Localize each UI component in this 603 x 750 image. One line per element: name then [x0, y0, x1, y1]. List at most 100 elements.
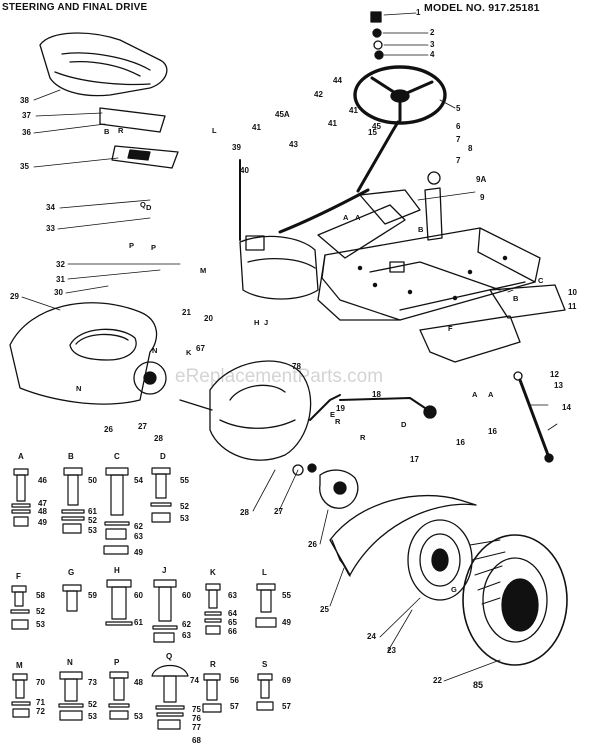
- hw-d-53[interactable]: 53: [180, 514, 189, 523]
- callout-2[interactable]: 2: [430, 28, 435, 37]
- callout-41a[interactable]: 41: [252, 123, 261, 132]
- hw-p-48[interactable]: 48: [134, 678, 143, 687]
- hw-s-57[interactable]: 57: [282, 702, 291, 711]
- callout-24[interactable]: 24: [367, 632, 376, 641]
- hw-k-64[interactable]: 64: [228, 609, 237, 618]
- callout-42[interactable]: 42: [314, 90, 323, 99]
- callout-41b[interactable]: 41: [328, 119, 337, 128]
- hw-h-60[interactable]: 60: [134, 591, 143, 600]
- callout-19[interactable]: 19: [336, 404, 345, 413]
- hw-g-59[interactable]: 59: [88, 591, 97, 600]
- callout-7b[interactable]: 7: [456, 156, 461, 165]
- callout-41c[interactable]: 41: [349, 106, 358, 115]
- callout-27a[interactable]: 27: [138, 422, 147, 431]
- callout-16b[interactable]: 16: [456, 438, 465, 447]
- hw-m-72[interactable]: 72: [36, 707, 45, 716]
- hw-r-56[interactable]: 56: [230, 676, 239, 685]
- callout-8[interactable]: 8: [468, 144, 473, 153]
- hw-c-49[interactable]: 49: [134, 548, 143, 557]
- callout-16a[interactable]: 16: [488, 427, 497, 436]
- hw-m-70[interactable]: 70: [36, 678, 45, 687]
- hw-m-71[interactable]: 71: [36, 698, 45, 707]
- hw-f-58[interactable]: 58: [36, 591, 45, 600]
- hw-k-63[interactable]: 63: [228, 591, 237, 600]
- hw-b-61[interactable]: 61: [88, 507, 97, 516]
- callout-1[interactable]: 1: [416, 8, 421, 17]
- callout-37[interactable]: 37: [22, 111, 31, 120]
- hw-b-50[interactable]: 50: [88, 476, 97, 485]
- hw-f-53[interactable]: 53: [36, 620, 45, 629]
- hw-a-46[interactable]: 46: [38, 476, 47, 485]
- callout-35[interactable]: 35: [20, 162, 29, 171]
- hw-h-61[interactable]: 61: [134, 618, 143, 627]
- callout-32[interactable]: 32: [56, 260, 65, 269]
- callout-78[interactable]: 78: [292, 362, 301, 371]
- hw-n-53[interactable]: 53: [88, 712, 97, 721]
- hw-n-52[interactable]: 52: [88, 700, 97, 709]
- callout-23[interactable]: 23: [387, 646, 396, 655]
- callout-36[interactable]: 36: [22, 128, 31, 137]
- callout-33[interactable]: 33: [46, 224, 55, 233]
- callout-10[interactable]: 10: [568, 288, 577, 297]
- callout-26b[interactable]: 26: [308, 540, 317, 549]
- callout-34[interactable]: 34: [46, 203, 55, 212]
- callout-22[interactable]: 22: [433, 676, 442, 685]
- callout-29[interactable]: 29: [10, 292, 19, 301]
- hw-c-54[interactable]: 54: [134, 476, 143, 485]
- hw-b-52[interactable]: 52: [88, 516, 97, 525]
- hw-b-53[interactable]: 53: [88, 526, 97, 535]
- callout-9[interactable]: 9: [480, 193, 485, 202]
- hw-l-49[interactable]: 49: [282, 618, 291, 627]
- hw-j-63[interactable]: 63: [182, 631, 191, 640]
- callout-20[interactable]: 20: [204, 314, 213, 323]
- hw-a-47[interactable]: 47: [38, 499, 47, 508]
- hw-q-77[interactable]: 77: [192, 723, 201, 732]
- callout-21[interactable]: 21: [182, 308, 191, 317]
- callout-27b[interactable]: 27: [274, 507, 283, 516]
- callout-9a[interactable]: 9A: [476, 175, 487, 184]
- callout-15[interactable]: 15: [368, 128, 377, 137]
- callout-40[interactable]: 40: [240, 166, 249, 175]
- callout-14[interactable]: 14: [562, 403, 571, 412]
- hw-k-65[interactable]: 65: [228, 618, 237, 627]
- hw-d-52[interactable]: 52: [180, 502, 189, 511]
- callout-45[interactable]: 45: [372, 122, 381, 131]
- callout-43[interactable]: 43: [289, 140, 298, 149]
- hw-a-48[interactable]: 48: [38, 507, 47, 516]
- callout-12[interactable]: 12: [550, 370, 559, 379]
- hw-a-49[interactable]: 49: [38, 518, 47, 527]
- callout-7a[interactable]: 7: [456, 135, 461, 144]
- callout-38[interactable]: 38: [20, 96, 29, 105]
- callout-44[interactable]: 44: [333, 76, 342, 85]
- callout-28b[interactable]: 28: [240, 508, 249, 517]
- callout-6[interactable]: 6: [456, 122, 461, 131]
- callout-17[interactable]: 17: [410, 455, 419, 464]
- callout-11[interactable]: 11: [568, 302, 577, 311]
- callout-3[interactable]: 3: [430, 40, 435, 49]
- hw-s-69[interactable]: 69: [282, 676, 291, 685]
- hw-q-68[interactable]: 68: [192, 736, 201, 745]
- callout-25[interactable]: 25: [320, 605, 329, 614]
- hw-d-55[interactable]: 55: [180, 476, 189, 485]
- callout-45a[interactable]: 45A: [275, 110, 290, 119]
- hw-f-52[interactable]: 52: [36, 607, 45, 616]
- hw-l-55[interactable]: 55: [282, 591, 291, 600]
- callout-30[interactable]: 30: [54, 288, 63, 297]
- callout-18[interactable]: 18: [372, 390, 381, 399]
- hw-q-76[interactable]: 76: [192, 714, 201, 723]
- hw-k-66[interactable]: 66: [228, 627, 237, 636]
- callout-4[interactable]: 4: [430, 50, 435, 59]
- hw-r-57[interactable]: 57: [230, 702, 239, 711]
- hw-r-74[interactable]: 74: [190, 676, 199, 685]
- callout-5[interactable]: 5: [456, 104, 461, 113]
- callout-31[interactable]: 31: [56, 275, 65, 284]
- hw-c-63[interactable]: 63: [134, 532, 143, 541]
- callout-67[interactable]: 67: [196, 344, 205, 353]
- callout-28a[interactable]: 28: [154, 434, 163, 443]
- hw-c-62[interactable]: 62: [134, 522, 143, 531]
- hw-j-60[interactable]: 60: [182, 591, 191, 600]
- hw-n-73[interactable]: 73: [88, 678, 97, 687]
- callout-39[interactable]: 39: [232, 143, 241, 152]
- callout-26a[interactable]: 26: [104, 425, 113, 434]
- hw-p-53[interactable]: 53: [134, 712, 143, 721]
